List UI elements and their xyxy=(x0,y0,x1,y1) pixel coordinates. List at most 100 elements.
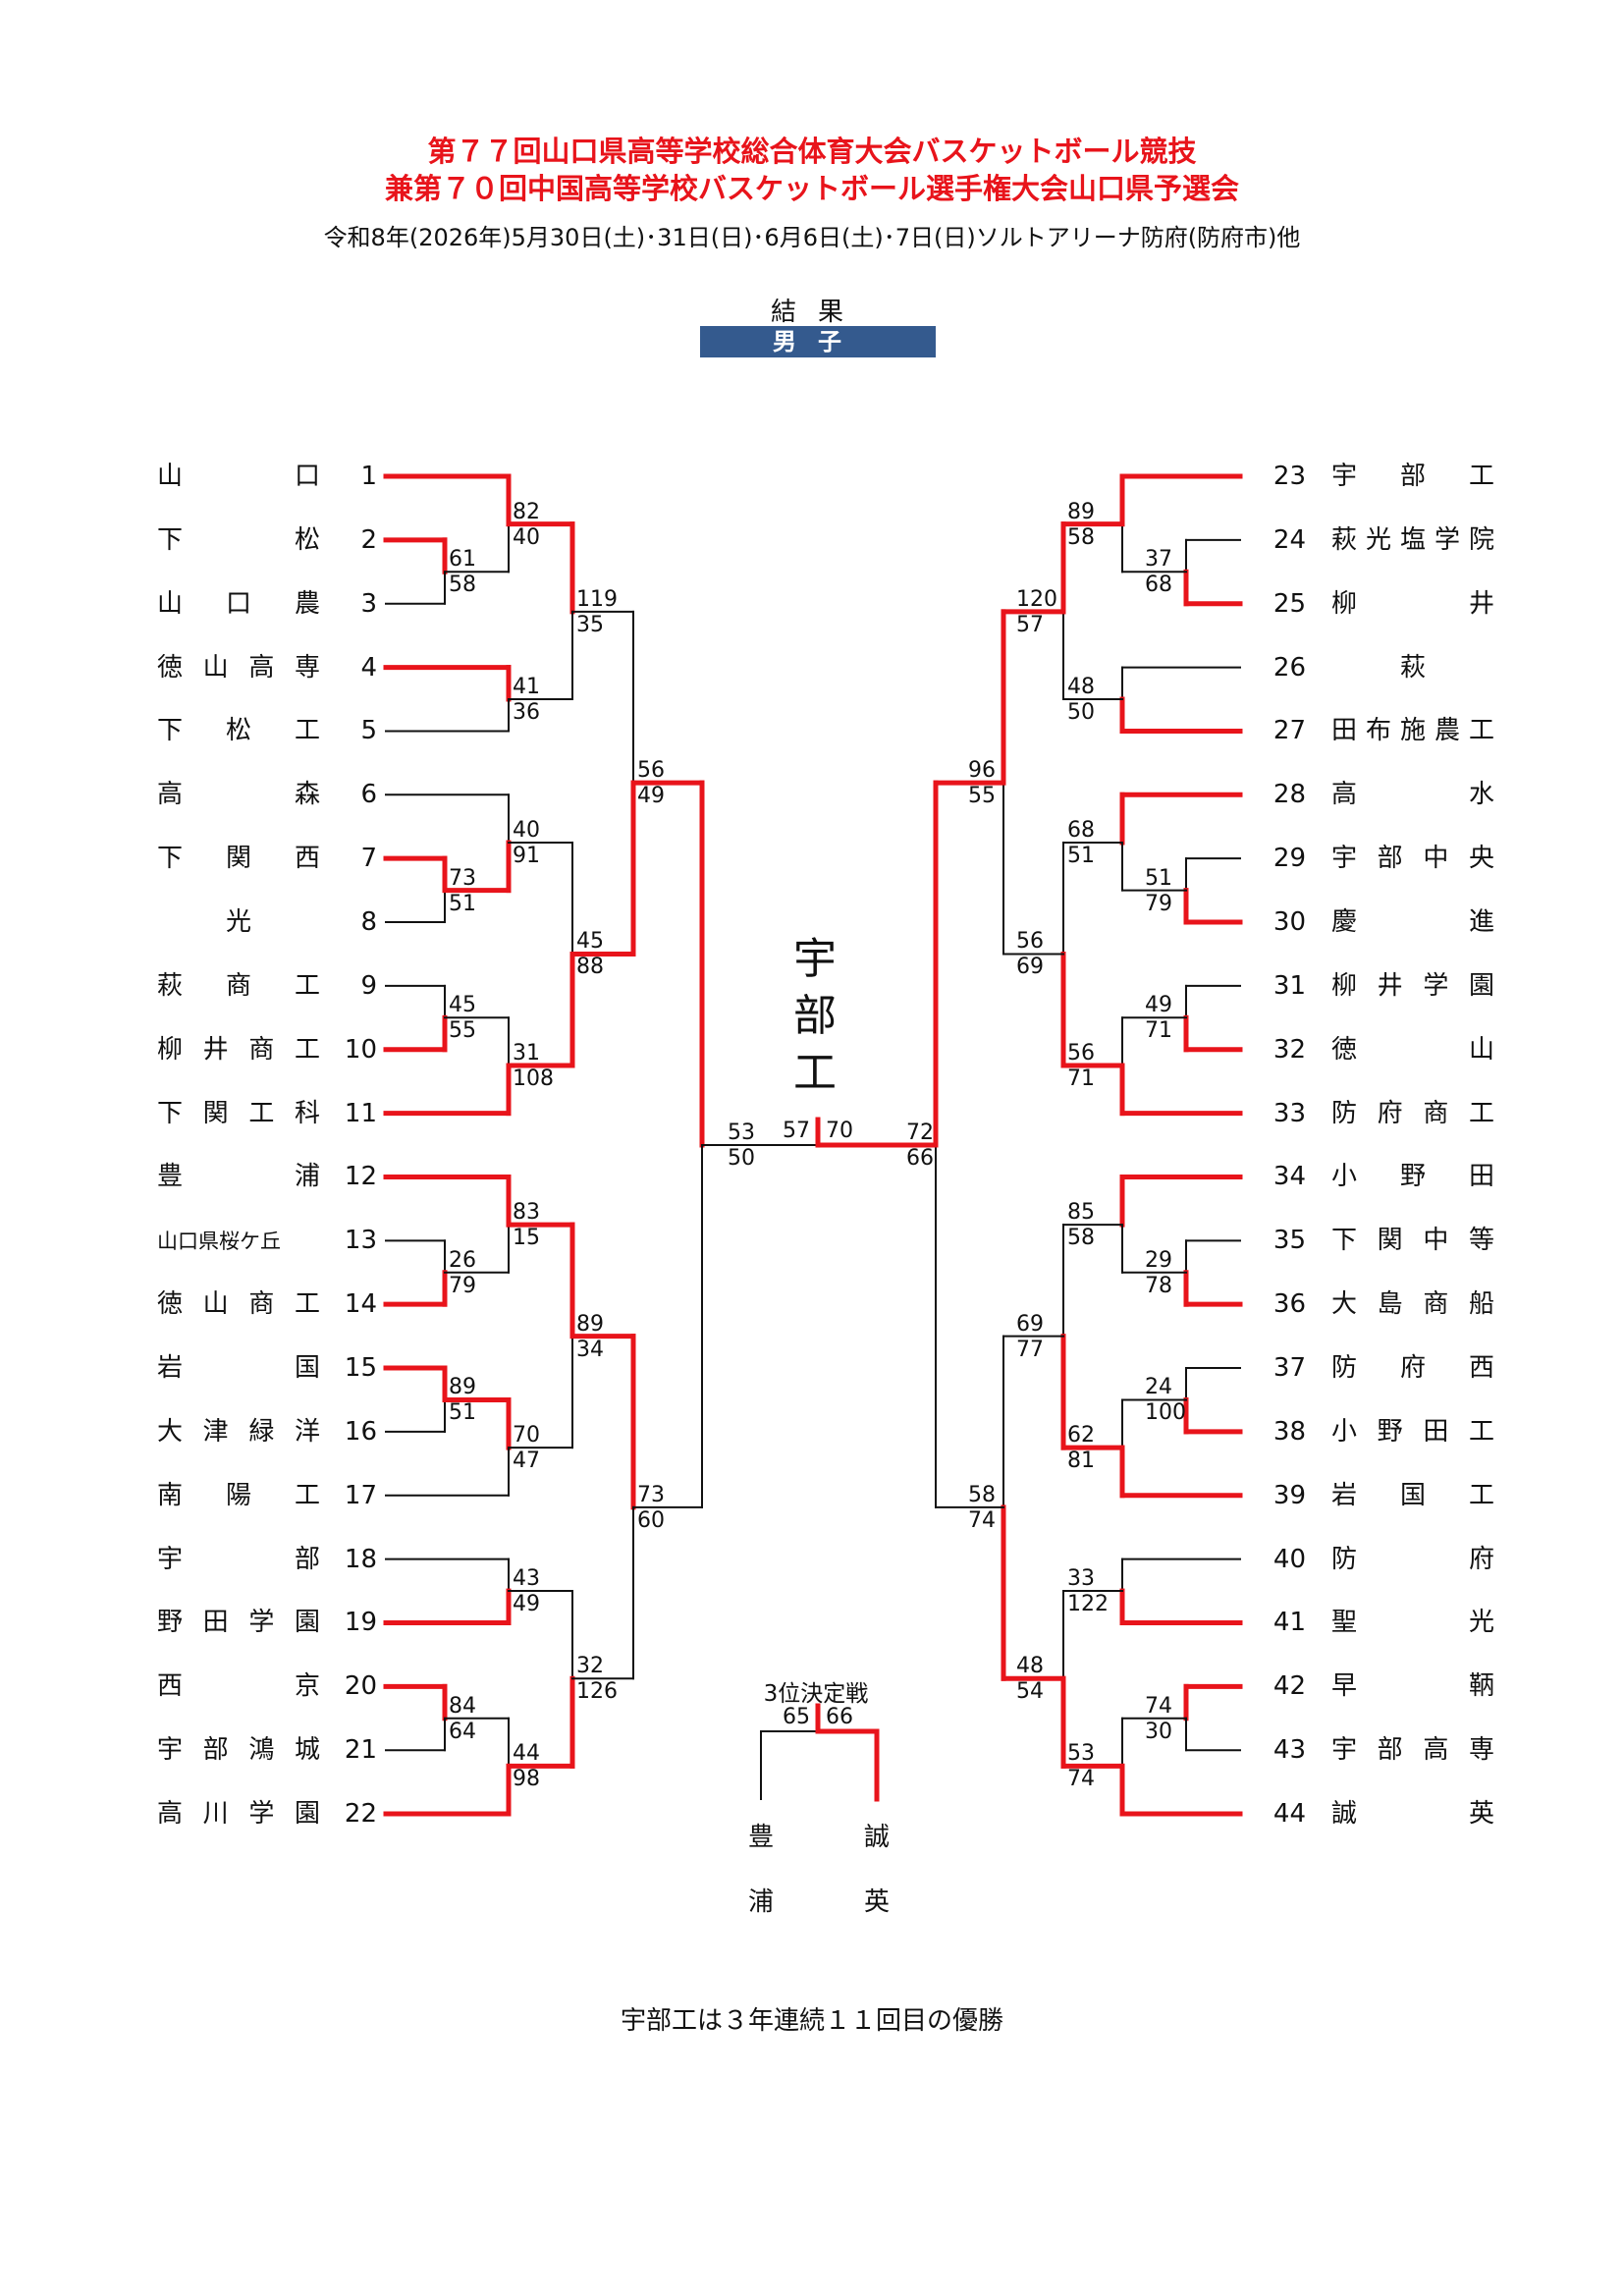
team-number: 3 xyxy=(360,588,377,619)
team-name: 野田学園 xyxy=(157,1608,320,1638)
team-name: 徳山商工 xyxy=(157,1289,320,1320)
score-label: 51 xyxy=(449,1400,476,1426)
champion-name: 宇部工 xyxy=(793,934,837,1098)
score-label: 58 xyxy=(1067,1226,1095,1251)
team-row: 34 小野田 xyxy=(1267,1159,1494,1194)
score-label: 55 xyxy=(449,1018,476,1044)
team-number: 39 xyxy=(1272,1480,1306,1510)
team-number: 16 xyxy=(344,1416,377,1447)
score-label: 60 xyxy=(637,1507,665,1533)
score-label: 34 xyxy=(576,1337,604,1362)
team-number: 40 xyxy=(1272,1544,1306,1574)
team-name: 柳井商工 xyxy=(157,1034,320,1065)
team-name: 小野田工 xyxy=(1331,1416,1494,1447)
score-label: 71 xyxy=(1067,1066,1095,1091)
third-place-title: 3位決定戦 xyxy=(763,1681,869,1707)
team-number: 30 xyxy=(1272,907,1306,938)
score-label: 70 xyxy=(513,1423,540,1449)
team-name: 宇部中央 xyxy=(1331,844,1494,874)
score-label: 73 xyxy=(637,1482,665,1507)
score-label: 37 xyxy=(1145,547,1172,573)
team-number: 9 xyxy=(360,970,377,1001)
score-label: 73 xyxy=(449,865,476,891)
team-number: 34 xyxy=(1272,1162,1306,1192)
score-label: 36 xyxy=(513,700,540,725)
score-label: 74 xyxy=(1067,1767,1095,1792)
score-label: 89 xyxy=(449,1375,476,1400)
team-number: 8 xyxy=(360,907,377,938)
score-label: 51 xyxy=(1145,865,1172,891)
score-label: 85 xyxy=(1067,1200,1095,1226)
team-name: 大津緑洋 xyxy=(157,1416,320,1447)
team-row: 23 宇部工 xyxy=(1267,459,1494,494)
score-label: 58 xyxy=(1067,524,1095,550)
team-name: 柳井学園 xyxy=(1331,970,1494,1001)
score-label: 50 xyxy=(1067,700,1095,725)
team-name: 防府商工 xyxy=(1331,1098,1494,1128)
team-number: 28 xyxy=(1272,780,1306,810)
score-label: 70 xyxy=(826,1119,853,1144)
score-label: 98 xyxy=(513,1767,540,1792)
team-number: 38 xyxy=(1272,1416,1306,1447)
score-label: 66 xyxy=(906,1146,934,1172)
team-name: 高森 xyxy=(157,780,320,810)
team-number: 12 xyxy=(344,1162,377,1192)
team-number: 31 xyxy=(1272,970,1306,1001)
score-label: 89 xyxy=(576,1311,604,1337)
score-label: 24 xyxy=(1145,1375,1172,1400)
score-label: 45 xyxy=(449,993,476,1018)
score-label: 74 xyxy=(1145,1693,1172,1719)
score-label: 68 xyxy=(1145,573,1172,598)
score-label: 91 xyxy=(513,843,540,868)
team-number: 25 xyxy=(1272,588,1306,619)
score-label: 89 xyxy=(1067,499,1095,524)
score-label: 51 xyxy=(1067,843,1095,868)
score-label: 56 xyxy=(1067,1040,1095,1066)
team-row: 28 高水 xyxy=(1267,777,1494,812)
team-number: 27 xyxy=(1272,716,1306,746)
team-row: 38 小野田工 xyxy=(1267,1414,1494,1449)
score-label: 49 xyxy=(513,1592,540,1617)
team-name: 南陽工 xyxy=(157,1480,320,1510)
team-number: 7 xyxy=(360,844,377,874)
score-label: 53 xyxy=(1067,1741,1095,1767)
score-label: 48 xyxy=(1067,675,1095,699)
team-name: 宇部高専 xyxy=(1331,1735,1494,1766)
score-label: 43 xyxy=(513,1566,540,1592)
score-label: 69 xyxy=(1016,955,1044,980)
score-label: 74 xyxy=(968,1507,996,1533)
team-row: 25 柳井 xyxy=(1267,586,1494,622)
team-number: 20 xyxy=(344,1671,377,1702)
team-name: 柳井 xyxy=(1331,588,1494,619)
score-label: 40 xyxy=(513,524,540,550)
team-number: 24 xyxy=(1272,524,1306,555)
score-label: 54 xyxy=(1016,1679,1044,1705)
team-name: 小野田 xyxy=(1331,1162,1494,1192)
team-number: 44 xyxy=(1272,1799,1306,1830)
team-number: 32 xyxy=(1272,1034,1306,1065)
team-number: 23 xyxy=(1272,462,1306,491)
team-name: 西京 xyxy=(157,1671,320,1702)
team-number: 1 xyxy=(360,462,377,491)
score-label: 82 xyxy=(513,499,540,524)
team-name: 宇部工 xyxy=(1331,462,1494,491)
team-name: 高水 xyxy=(1331,780,1494,810)
